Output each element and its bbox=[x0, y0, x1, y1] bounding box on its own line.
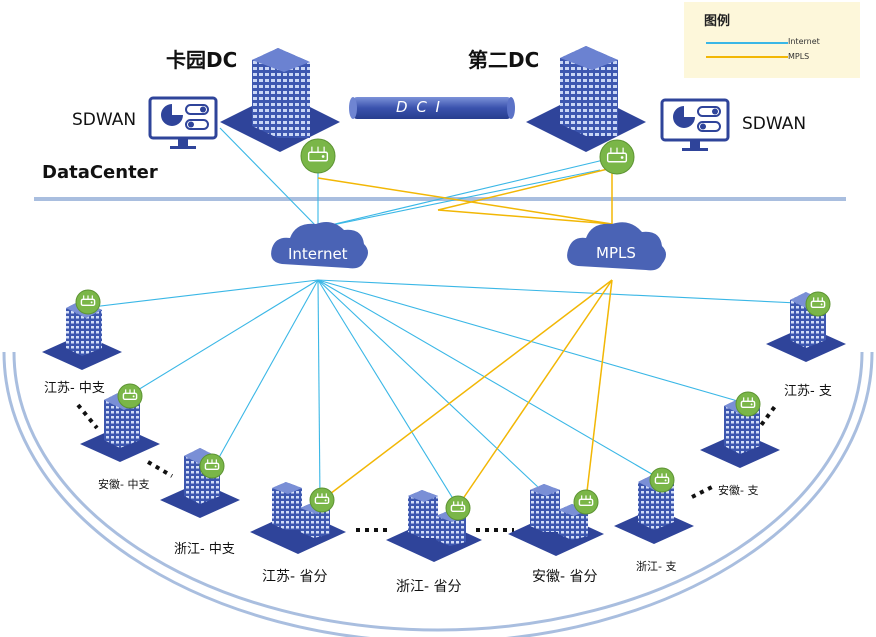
dc-internet-link-2 bbox=[317, 169, 601, 229]
secondary-dc-label: 第二DC bbox=[468, 48, 540, 72]
legend-title: 图例 bbox=[704, 14, 731, 29]
mpls-cloud-label: MPLS bbox=[596, 244, 636, 262]
mpls-dc-link-cross bbox=[437, 167, 613, 211]
routers bbox=[75, 138, 831, 521]
internet-cloud bbox=[271, 222, 368, 269]
router-anhui-shengfen bbox=[573, 489, 599, 515]
router-anhui-zhi bbox=[735, 391, 761, 417]
building-jiangsu-zhongzhi bbox=[42, 300, 122, 370]
dci-label: D C I bbox=[396, 98, 442, 116]
legend-mpls-label: MPLS bbox=[788, 52, 810, 61]
internet-links bbox=[83, 127, 819, 511]
site-label-jiangsu-zhi: 江苏- 支 bbox=[784, 384, 832, 399]
building-jiangsu-shengfen bbox=[250, 482, 346, 554]
sdwan-monitor-left bbox=[148, 96, 218, 149]
router-jiangsu-zhi bbox=[805, 291, 831, 317]
legend-mpls-line bbox=[706, 56, 788, 58]
dci-pipe bbox=[349, 97, 515, 119]
mpls-link-1 bbox=[457, 279, 613, 507]
internet-link-8 bbox=[317, 279, 819, 305]
dc-internet-link-0 bbox=[219, 127, 319, 229]
internet-link-3 bbox=[317, 279, 321, 501]
router-zhejiang-shengfen bbox=[445, 495, 471, 521]
site-label-zhejiang-zhongzhi: 浙江- 中支 bbox=[174, 542, 235, 557]
building-zhejiang-zhongzhi bbox=[160, 448, 240, 518]
router-jiangsu-shengfen bbox=[309, 487, 335, 513]
internet-link-0 bbox=[83, 279, 319, 309]
router-secondary-dc bbox=[599, 139, 635, 175]
internet-link-6 bbox=[317, 279, 663, 481]
internet-link-4 bbox=[317, 279, 461, 511]
primary-dc-label: 卡园DC bbox=[166, 48, 238, 72]
mpls-cloud bbox=[567, 222, 666, 271]
mpls-dc-link-left bbox=[317, 177, 613, 225]
branch-buildings bbox=[42, 292, 846, 562]
site-boundary-arc bbox=[2, 351, 874, 637]
internet-link-2 bbox=[211, 279, 319, 471]
internet-link-1 bbox=[127, 279, 319, 397]
sdwan-label-right: SDWAN bbox=[742, 114, 807, 134]
site-label-anhui-zhi: 安徽- 支 bbox=[718, 484, 759, 497]
router-primary-dc bbox=[300, 138, 336, 174]
mpls-dc-link-joint bbox=[437, 209, 613, 225]
mpls-link-0 bbox=[321, 279, 613, 501]
router-anhui-zhongzhi bbox=[117, 383, 143, 409]
mpls-link-2 bbox=[585, 279, 613, 501]
site-label-anhui-zhongzhi: 安徽- 中支 bbox=[98, 478, 150, 491]
router-jiangsu-zhongzhi bbox=[75, 289, 101, 315]
router-zhejiang-zhi bbox=[649, 467, 675, 493]
datacenter-zone-label: DataCenter bbox=[42, 162, 158, 183]
router-zhejiang-zhongzhi bbox=[199, 453, 225, 479]
dc-internet-link-1 bbox=[317, 157, 613, 229]
mpls-links bbox=[317, 167, 613, 507]
sdwan-monitor-right bbox=[660, 98, 730, 151]
site-label-zhejiang-shengfen: 浙江- 省分 bbox=[396, 579, 462, 595]
site-label-zhejiang-zhi: 浙江- 支 bbox=[636, 560, 677, 573]
site-label-jiangsu-zhongzhi: 江苏- 中支 bbox=[44, 381, 105, 396]
internet-link-5 bbox=[317, 279, 557, 505]
internet-link-7 bbox=[317, 279, 749, 405]
site-label-anhui-shengfen: 安徽- 省分 bbox=[532, 569, 598, 585]
dotted-connectors bbox=[76, 403, 778, 532]
legend-internet-label: Internet bbox=[788, 37, 820, 46]
internet-cloud-label: Internet bbox=[288, 245, 348, 263]
sdwan-label-left: SDWAN bbox=[72, 110, 137, 130]
legend-box: 图例 Internet MPLS bbox=[684, 2, 860, 78]
legend-internet-line bbox=[706, 42, 788, 44]
datacenter-buildings bbox=[220, 46, 646, 152]
site-label-jiangsu-shengfen: 江苏- 省分 bbox=[262, 569, 328, 585]
